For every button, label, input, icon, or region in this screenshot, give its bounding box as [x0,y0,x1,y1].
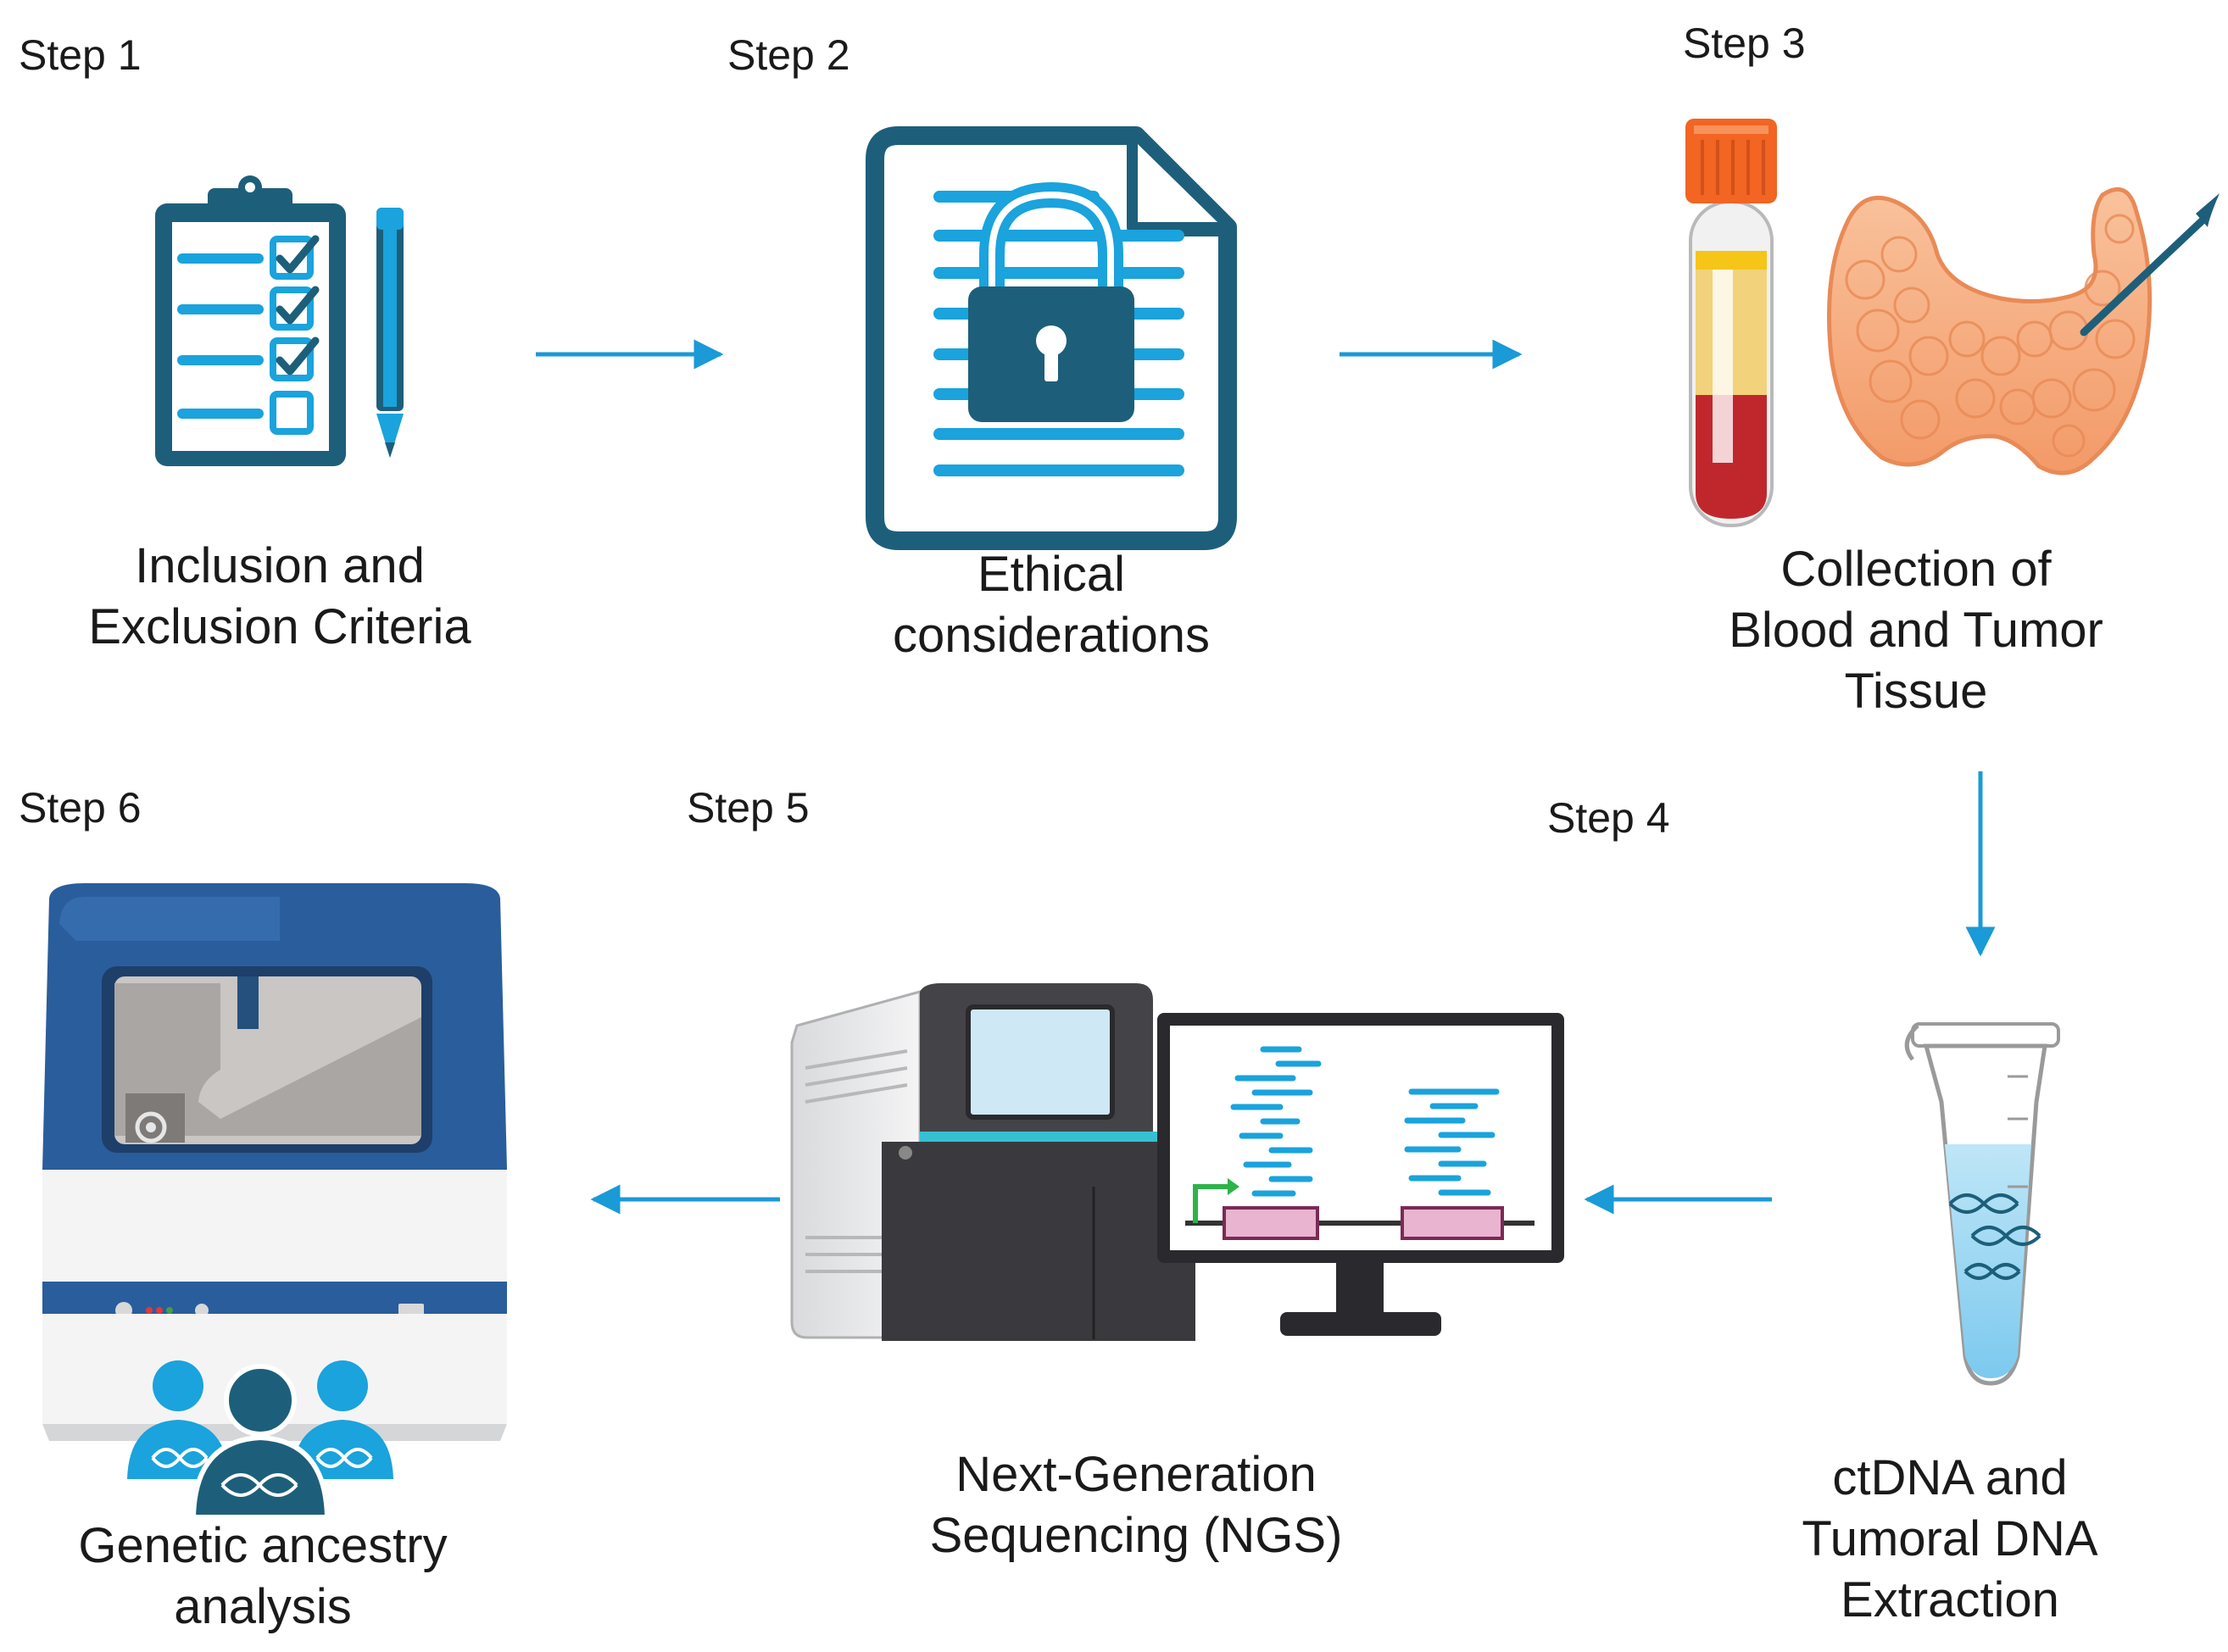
microcentrifuge-tube-dna-icon [1904,1022,2060,1386]
step-3-caption-line-1: Collection of [1780,542,2052,597]
ngs-sequencer-and-monitor-icon [790,983,1564,1341]
step-5-caption: Next-Generation Sequencing (NGS) [916,1444,1356,1566]
step-5-caption-line-2: Sequencing (NGS) [929,1508,1343,1563]
step-1-caption-line-1: Inclusion and [135,538,425,593]
step-6-label: Step 6 [19,784,142,832]
flow-arrows [536,339,1996,1215]
step-4-label: Step 4 [1547,794,1670,842]
step-1-label: Step 1 [19,31,142,79]
step-6-caption: Genetic ancestry analysis [51,1516,475,1638]
step-2-label: Step 2 [727,31,850,79]
step-2-caption: Ethical considerations [848,544,1255,666]
step-2-caption-line-1: Ethical [977,547,1126,602]
clipboard-checklist-icon [155,175,404,466]
step-2-caption-line-2: considerations [893,608,1210,663]
genetic-analyzer-and-people-icon [42,883,507,1520]
step-5-label: Step 5 [687,784,810,832]
step-1-caption: Inclusion and Exclusion Criteria [68,536,492,658]
step-4-caption: ctDNA and Tumoral DNA Extraction [1738,1448,2162,1631]
step-1-caption-line-2: Exclusion Criteria [88,599,471,654]
step-3-label: Step 3 [1683,19,1806,67]
step-3-caption-line-3: Tissue [1844,664,1988,719]
step-4-caption-line-2: Tumoral DNA [1802,1511,2098,1566]
step-5-caption-line-1: Next-Generation [955,1447,1317,1502]
step-6-caption-line-1: Genetic ancestry [78,1518,448,1573]
step-4-caption-line-1: ctDNA and [1832,1450,2068,1505]
step-3-caption-line-2: Blood and Tumor [1729,603,2103,658]
blood-tube-and-thyroid-icon [1685,119,2220,527]
locked-document-icon [866,126,1237,550]
step-4-caption-line-3: Extraction [1841,1572,2059,1627]
step-3-caption: Collection of Blood and Tumor Tissue [1704,539,2128,722]
step-6-caption-line-2: analysis [174,1579,352,1634]
